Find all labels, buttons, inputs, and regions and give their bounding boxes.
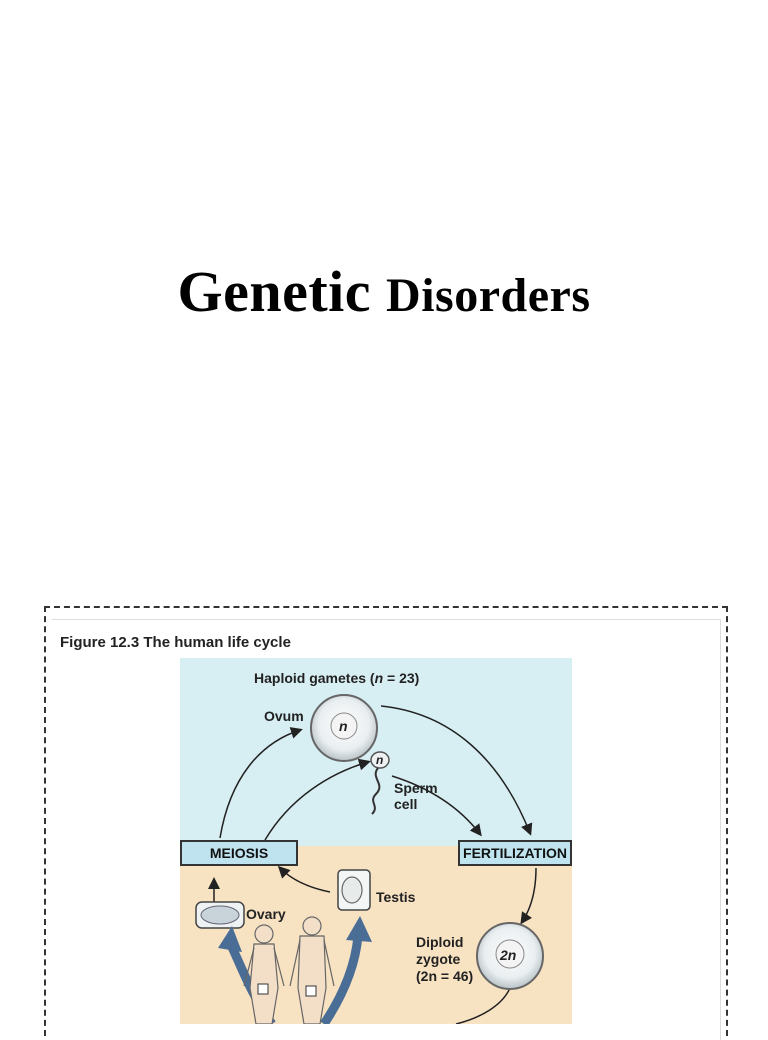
male-figure (289, 916, 335, 1024)
zygote-symbol: 2n (500, 947, 517, 963)
life-cycle-diagram: Haploid gametes (n = 23) Ovum n n Sperm … (180, 658, 572, 1024)
diploid-zygote-label: Diploid zygote (2n = 46) (416, 934, 474, 984)
testis-label: Testis (376, 889, 416, 905)
meiosis-box: MEIOSIS (180, 840, 298, 866)
figure-frame (44, 606, 728, 1036)
figure-caption: Figure 12.3 The human life cycle (60, 634, 291, 651)
arrow-meiosis-to-ovum (219, 727, 303, 839)
sperm-symbol: n (376, 753, 384, 767)
sperm-head (370, 751, 390, 769)
page-title: Genetic Disorders (0, 258, 768, 325)
sperm-tail (371, 767, 381, 815)
testis-organ (341, 876, 363, 904)
arrow-fertilization-to-zygote (520, 867, 537, 925)
arrow-ovum-to-fertilization (380, 705, 533, 836)
ovum-nucleus (330, 712, 358, 740)
life-cycle-graphic (180, 658, 572, 1024)
blue-arrow-right (320, 935, 363, 1024)
arrow-meiosis-to-sperm (264, 758, 371, 841)
zygote-nucleus (495, 939, 525, 969)
ovum-symbol: n (339, 718, 348, 734)
title-word-disorders: Disorders (386, 269, 591, 322)
sperm-cell-label: Sperm cell (394, 780, 438, 812)
ovum-label: Ovum (264, 708, 304, 724)
fertilization-box: FERTILIZATION (458, 840, 572, 866)
title-word-genetic: Genetic (177, 259, 372, 324)
ovary-label: Ovary (246, 906, 286, 922)
female-marker (257, 983, 269, 995)
male-marker (305, 985, 317, 997)
arrow-zygote-down (455, 987, 511, 1024)
haploid-gametes-label: Haploid gametes (n = 23) (254, 670, 420, 686)
arrow-testis-to-meiosis (277, 865, 331, 893)
blue-arrow-right-head (346, 916, 372, 942)
arrow-sperm-to-fertilization (391, 775, 482, 837)
blue-arrow-left-head (218, 926, 242, 952)
ovary-organ (200, 905, 240, 925)
figure-panel (52, 619, 721, 1040)
